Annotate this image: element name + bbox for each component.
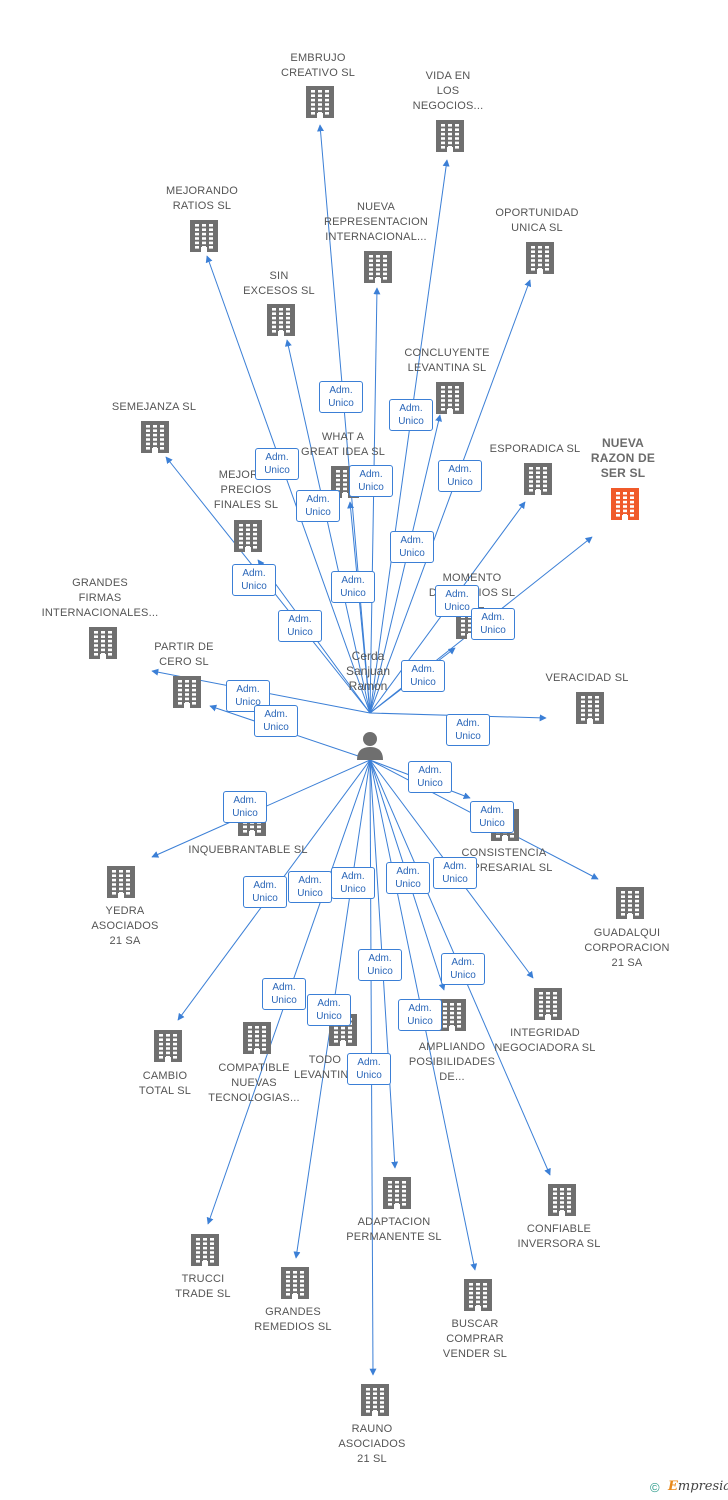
company-label-partir-de-cero[interactable]: PARTIR DE CERO SL (154, 641, 214, 668)
brand-first-letter: E (668, 1479, 678, 1494)
company-label-buscar-comprar-vender[interactable]: BUSCAR COMPRAR VENDER SL (442, 1318, 508, 1360)
company-label-nueva-representacion[interactable]: NUEVA REPRESENTACION INTERNACIONAL... (323, 201, 429, 243)
relation-badge-confiable-inversora[interactable]: Adm. Unico (441, 953, 485, 985)
compatible-nuevas-tecnologias-building-icon[interactable] (243, 1022, 271, 1054)
relation-badge-integridad-negociadora[interactable]: Adm. Unico (433, 857, 477, 889)
edge-embrujo (317, 124, 371, 714)
person-name[interactable]: Cerda Sanjuan Ramon (345, 649, 391, 693)
sin-excesos-building-icon[interactable] (267, 304, 295, 336)
confiable-inversora-building-icon[interactable] (548, 1184, 576, 1216)
relation-badge-consistencia-empresarial[interactable]: Adm. Unico (408, 761, 452, 793)
nueva-representacion-building-icon[interactable] (364, 251, 392, 283)
relation-badge-compatible-nuevas-tecnologias[interactable]: Adm. Unico (288, 871, 332, 903)
oportunidad-unica-building-icon[interactable] (526, 242, 554, 274)
company-label-guadalqui-corporacion[interactable]: GUADALQUI CORPORACION 21 SA (584, 927, 670, 969)
edge-what-a-great-idea (347, 501, 371, 714)
relation-badge-semejanza[interactable]: Adm. Unico (232, 564, 276, 596)
company-label-sin-excesos[interactable]: SIN EXCESOS SL (243, 270, 315, 297)
company-label-grandes-firmas[interactable]: GRANDES FIRMAS INTERNACIONALES... (41, 577, 159, 619)
mejorando-ratios-building-icon[interactable] (190, 220, 218, 252)
relation-badge-buscar-comprar-vender[interactable]: Adm. Unico (398, 999, 442, 1031)
yedra-asociados-building-icon[interactable] (107, 866, 135, 898)
relation-badge-todo-levantina[interactable]: Adm. Unico (331, 867, 375, 899)
relation-badge-trucci-trade[interactable]: Adm. Unico (262, 978, 306, 1010)
grandes-remedios-building-icon[interactable] (281, 1267, 309, 1299)
edge-sin-excesos (284, 339, 371, 714)
relation-badge-adaptacion-permanente[interactable]: Adm. Unico (358, 949, 402, 981)
relation-badge-partir-de-cero[interactable]: Adm. Unico (226, 680, 270, 712)
company-label-oportunidad-unica[interactable]: OPORTUNIDAD UNICA SL (495, 207, 579, 234)
brand-rest: mpresia (677, 1479, 728, 1494)
copyright-symbol: © (650, 1480, 660, 1495)
company-label-cambio-total[interactable]: CAMBIO TOTAL SL (138, 1070, 192, 1097)
company-label-trucci-trade[interactable]: TRUCCI TRADE SL (175, 1273, 231, 1300)
edge-nueva-representacion (369, 287, 381, 714)
company-label-what-a-great-idea[interactable]: WHAT A GREAT IDEA SL (300, 431, 386, 458)
company-label-concluyente-levantina[interactable]: CONCLUYENTE LEVANTINA SL (404, 347, 490, 374)
relation-badge-inquebrantable[interactable]: Adm. Unico (254, 705, 298, 737)
relation-badge-nueva-razon-de-ser[interactable]: Adm. Unico (471, 608, 515, 640)
mejores-precios-finales-building-icon[interactable] (234, 520, 262, 552)
relation-badge-oportunidad-unica[interactable]: Adm. Unico (438, 460, 482, 492)
edge-oportunidad-unica (369, 279, 532, 714)
company-label-compatible-nuevas-tecnologias[interactable]: COMPATIBLE NUEVAS TECNOLOGIAS... (208, 1062, 300, 1104)
vida-en-los-negocios-building-icon[interactable] (436, 120, 464, 152)
company-label-nueva-razon-de-ser[interactable]: NUEVA RAZON DE SER SL (590, 436, 656, 480)
trucci-trade-building-icon[interactable] (191, 1234, 219, 1266)
company-label-vida-en-los-negocios[interactable]: VIDA EN LOS NEGOCIOS... (412, 70, 484, 112)
relation-badge-rauno-asociados[interactable]: Adm. Unico (347, 1053, 391, 1085)
relation-badge-cambio-total[interactable]: Adm. Unico (243, 876, 287, 908)
integridad-negociadora-building-icon[interactable] (534, 988, 562, 1020)
company-label-esporadica[interactable]: ESPORADICA SL (489, 443, 581, 455)
grandes-firmas-building-icon[interactable] (89, 627, 117, 659)
relation-badge-concluyente-levantina[interactable]: Adm. Unico (390, 531, 434, 563)
relation-badge-grandes-remedios[interactable]: Adm. Unico (307, 994, 351, 1026)
semejanza-building-icon[interactable] (141, 421, 169, 453)
company-label-yedra-asociados[interactable]: YEDRA ASOCIADOS 21 SA (91, 905, 159, 947)
guadalqui-corporacion-building-icon[interactable] (616, 887, 644, 919)
edge-vida-en-los-negocios (369, 159, 450, 714)
company-label-rauno-asociados[interactable]: RAUNO ASOCIADOS 21 SL (338, 1423, 406, 1465)
buscar-comprar-vender-building-icon[interactable] (464, 1279, 492, 1311)
relation-badge-sin-excesos[interactable]: Adm. Unico (296, 490, 340, 522)
adaptacion-permanente-building-icon[interactable] (383, 1177, 411, 1209)
relation-badge-embrujo[interactable]: Adm. Unico (319, 381, 363, 413)
veracidad-building-icon[interactable] (576, 692, 604, 724)
partir-de-cero-building-icon[interactable] (173, 676, 201, 708)
relation-badge-nueva-representacion[interactable]: Adm. Unico (349, 465, 393, 497)
embrujo-building-icon[interactable] (306, 86, 334, 118)
relation-badge-mejorando-ratios[interactable]: Adm. Unico (255, 448, 299, 480)
company-label-ampliando-posibilidades[interactable]: AMPLIANDO POSIBILIDADES DE... (408, 1041, 496, 1083)
rauno-asociados-building-icon[interactable] (361, 1384, 389, 1416)
company-label-confiable-inversora[interactable]: CONFIABLE INVERSORA SL (517, 1223, 601, 1250)
cambio-total-building-icon[interactable] (154, 1030, 182, 1062)
esporadica-building-icon[interactable] (524, 463, 552, 495)
company-label-adaptacion-permanente[interactable]: ADAPTACION PERMANENTE SL (346, 1216, 442, 1243)
person-icon[interactable] (357, 732, 383, 760)
edge-concluyente-levantina (369, 414, 442, 714)
relation-badge-yedra-asociados[interactable]: Adm. Unico (223, 791, 267, 823)
relation-badge-guadalqui-corporacion[interactable]: Adm. Unico (470, 801, 514, 833)
company-label-todo-levantina[interactable]: TODO LEVANTINA (293, 1054, 357, 1081)
nueva-razon-de-ser-building-icon[interactable] (611, 488, 639, 520)
company-label-embrujo[interactable]: EMBRUJO CREATIVO SL (280, 52, 356, 79)
relation-badge-ampliando-posibilidades[interactable]: Adm. Unico (386, 862, 430, 894)
empresia-logo[interactable]: Empresia (668, 1479, 728, 1494)
concluyente-levantina-building-icon[interactable] (436, 382, 464, 414)
company-label-semejanza[interactable]: SEMEJANZA SL (111, 401, 197, 413)
relation-badge-mejores-precios-finales[interactable]: Adm. Unico (278, 610, 322, 642)
company-label-grandes-remedios[interactable]: GRANDES REMEDIOS SL (254, 1306, 332, 1333)
ampliando-posibilidades-building-icon[interactable] (438, 999, 466, 1031)
relation-badge-momento-dulce[interactable]: Adm. Unico (401, 660, 445, 692)
company-label-integridad-negociadora[interactable]: INTEGRIDAD NEGOCIADORA SL (494, 1027, 596, 1054)
relation-badge-what-a-great-idea[interactable]: Adm. Unico (331, 571, 375, 603)
edge-mejorando-ratios (205, 255, 371, 714)
relation-badge-vida-en-los-negocios[interactable]: Adm. Unico (389, 399, 433, 431)
company-label-mejorando-ratios[interactable]: MEJORANDO RATIOS SL (165, 185, 239, 212)
company-label-veracidad[interactable]: VERACIDAD SL (545, 672, 629, 684)
company-label-inquebrantable[interactable]: INQUEBRANTABLE SL (188, 844, 308, 856)
relation-badge-veracidad[interactable]: Adm. Unico (446, 714, 490, 746)
